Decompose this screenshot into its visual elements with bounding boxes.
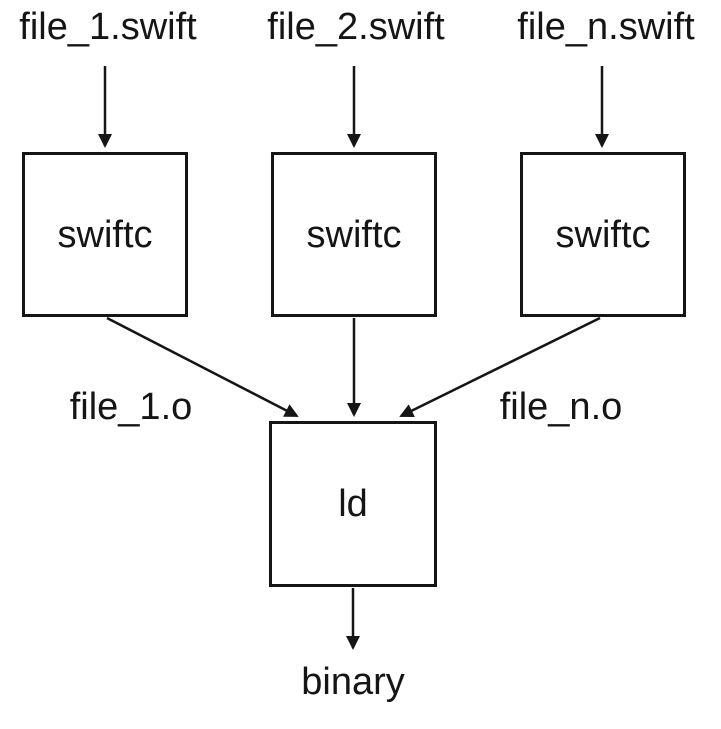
swiftc-node-1: swiftc	[22, 152, 188, 317]
swiftc-node-1-label: swiftc	[57, 213, 153, 256]
object-file-label-1: file_1.o	[69, 386, 193, 428]
arrow-swiftcn-to-ld-icon	[399, 316, 601, 418]
swiftc-node-2: swiftc	[271, 152, 437, 317]
source-file-label-1: file_1.swift	[19, 6, 197, 48]
swiftc-node-2-label: swiftc	[306, 213, 402, 256]
source-file-label-2: file_2.swift	[267, 6, 445, 48]
ld-node: ld	[269, 421, 437, 587]
swiftc-node-n-label: swiftc	[555, 213, 651, 256]
ld-node-label: ld	[338, 483, 368, 525]
source-file-label-n: file_n.swift	[517, 6, 695, 48]
binary-output-label: binary	[301, 661, 405, 703]
object-file-label-n: file_n.o	[499, 386, 623, 428]
swiftc-node-n: swiftc	[520, 152, 686, 317]
arrow-swiftc1-to-ld-icon	[106, 316, 299, 418]
